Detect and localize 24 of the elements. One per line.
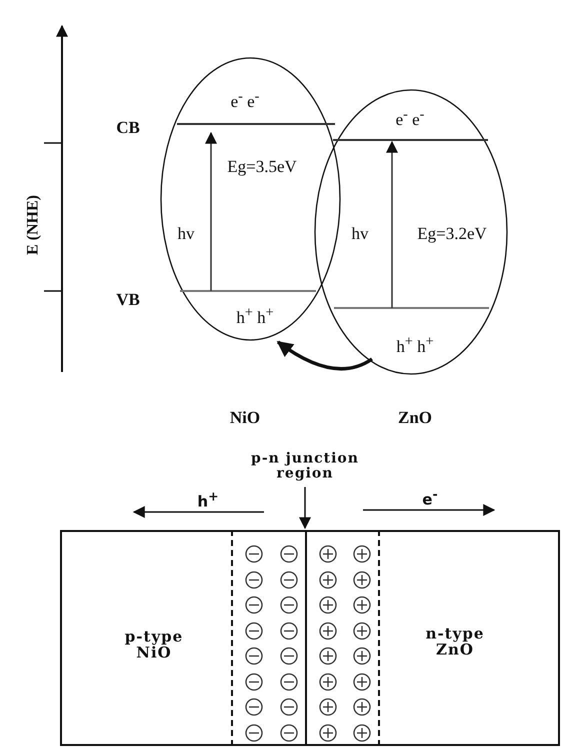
semiconductor-region — [305, 530, 380, 746]
band-text: Eg=3.2eV — [417, 225, 487, 243]
region-label: n-type ZnO — [424, 626, 486, 658]
band-text: Eg=3.5eV — [227, 158, 297, 176]
material-label: ZnO — [398, 409, 432, 427]
band-text: hv — [352, 225, 368, 243]
band-text: h$^{+}$ h$^{+}$ — [236, 305, 274, 327]
carrier-label: e$^{-}$ — [422, 488, 438, 508]
band-text: e$^{-}$ e$^{-}$ — [396, 107, 424, 129]
transfer-arrow — [276, 340, 373, 370]
junction-label: p-n junction region — [240, 451, 370, 481]
region-label: p-type NiO — [124, 629, 184, 661]
axis-label: E (NHE) — [26, 195, 42, 255]
semiconductor-region — [231, 530, 305, 746]
band-text: hv — [178, 225, 194, 243]
leader-arrow — [299, 487, 311, 530]
carrier-label: h$^{+}$ — [197, 490, 219, 510]
band-label: VB — [116, 291, 140, 309]
semiconductor-region — [380, 530, 560, 746]
band-text: e$^{-}$ e$^{-}$ — [230, 89, 260, 111]
band-label: CB — [116, 119, 140, 137]
material-label: NiO — [230, 409, 260, 427]
semiconductor-region — [60, 530, 231, 746]
band-text: h$^{+}$ h$^{+}$ — [396, 334, 434, 356]
